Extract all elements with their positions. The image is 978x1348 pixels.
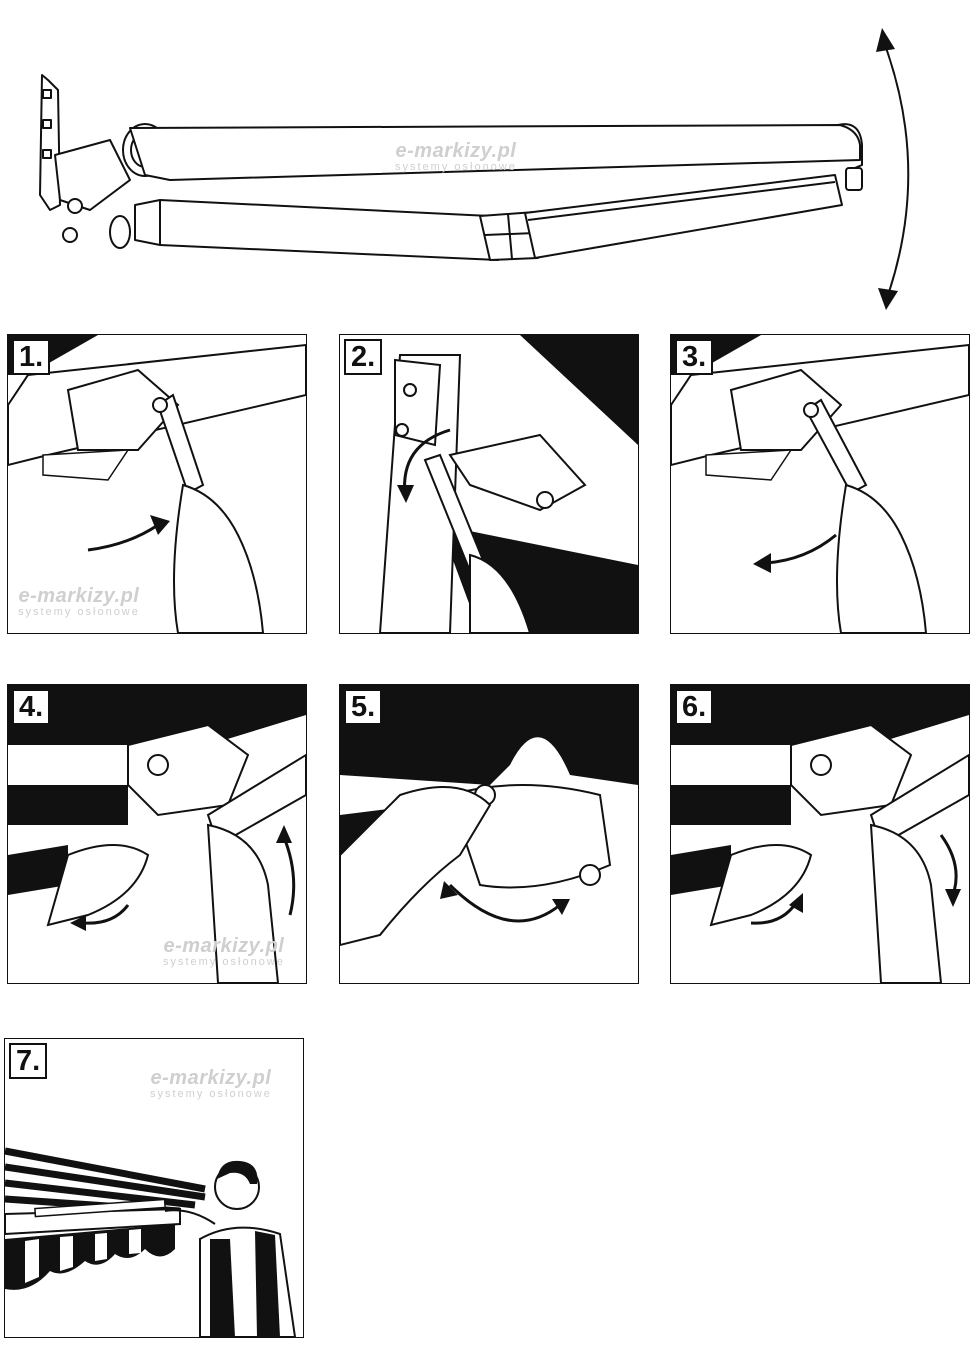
step-5-panel: 5. xyxy=(339,684,639,984)
step-1-panel: 1. e-markizy.pl systemy osłonowe xyxy=(7,334,307,634)
wrench-loosen-icon xyxy=(8,335,306,633)
step-5-number: 5. xyxy=(344,689,383,725)
wrench-tighten-icon xyxy=(671,335,969,633)
step-6-panel: 6. xyxy=(670,684,970,984)
step-6-number: 6. xyxy=(675,689,714,725)
step-2-number: 2. xyxy=(344,339,383,375)
step-3-number: 3. xyxy=(675,339,714,375)
rotation-arrow-icon xyxy=(448,883,561,923)
awning-arm-overview: e-markizy.pl systemy osłonowe xyxy=(20,20,960,310)
rotation-arrow-icon xyxy=(82,904,130,925)
rotation-arrow-icon xyxy=(765,533,837,565)
awning-arm-icon xyxy=(39,28,910,310)
level-check-icon xyxy=(5,1147,297,1337)
wrench-bracket-icon xyxy=(378,335,638,633)
step-7-number: 7. xyxy=(9,1043,48,1079)
step-2-panel: 2. xyxy=(339,334,639,634)
double-arrow-arc-icon xyxy=(876,28,910,310)
lock-pitch-icon xyxy=(671,685,969,983)
step-4-panel: 4. e-markizy.pl systemy osłonowe xyxy=(7,684,307,984)
step-4-number: 4. xyxy=(12,689,51,725)
step-1-number: 1. xyxy=(12,339,51,375)
step-3-panel: 3. xyxy=(670,334,970,634)
adjust-pitch-icon xyxy=(8,685,306,983)
step-7-panel: 7. e-markizy.pl systemy osłonowe xyxy=(4,1038,304,1338)
rotation-arrow-icon xyxy=(87,523,159,552)
set-angle-icon xyxy=(340,685,638,947)
